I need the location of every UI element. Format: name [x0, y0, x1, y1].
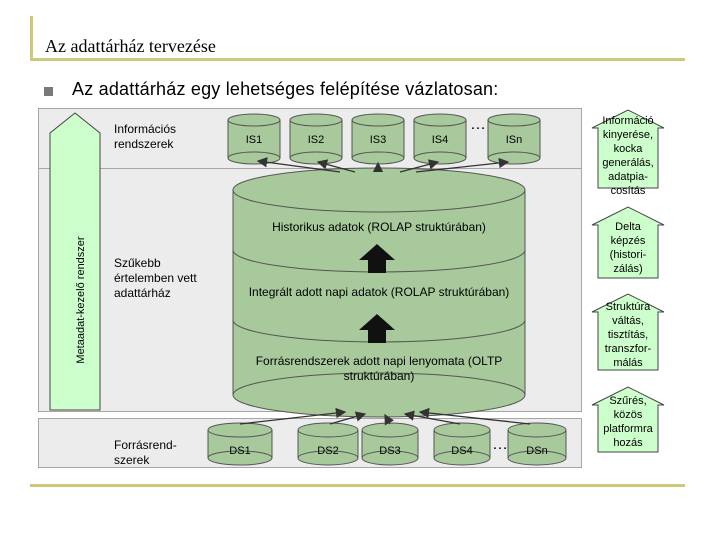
ds-cylinder-3	[361, 422, 419, 466]
is-label-1: IS1	[245, 134, 263, 146]
ds-label-3: DS3	[379, 445, 401, 457]
is-label-2: IS2	[307, 134, 325, 146]
right-arrow-3	[591, 293, 665, 371]
is-cylinder-3	[351, 113, 405, 165]
right-arrow-label-3: Struktúra váltás, tisztítás, transzfor-m…	[604, 301, 652, 369]
is-label-n: ISn	[505, 134, 523, 146]
right-arrow-4	[591, 386, 665, 453]
ds-cylinder-2	[297, 422, 359, 466]
title-underline	[30, 58, 685, 61]
subtitle: Az adattárház egy lehetséges felépítése …	[72, 79, 499, 99]
layer-integrated: Integrált adott napi adatok (ROLAP struk…	[248, 285, 510, 299]
layer-historical: Historikus adatok (ROLAP struktúrában)	[272, 220, 486, 234]
layer-source-snapshot: Forrásrendszerek adott napi lenyomata (O…	[255, 354, 503, 383]
right-arrow-label-4: Szűrés, közös platformra hozás	[603, 395, 653, 449]
warehouse-cylinder	[232, 167, 526, 418]
is-cylinder-n	[487, 113, 541, 165]
ds-label-4: DS4	[451, 445, 473, 457]
up-block-arrow-2	[359, 314, 395, 343]
band-label-source-systems: Forrásrend-szerek	[114, 438, 177, 467]
is-label-4: IS4	[431, 134, 449, 146]
ds-ellipsis: …	[492, 436, 508, 453]
ds-label-n: DSn	[526, 445, 548, 457]
title-left-rule	[30, 16, 33, 60]
page-title: Az adattárház tervezése	[45, 36, 216, 56]
ds-cylinders	[207, 422, 567, 466]
up-block-arrow-1	[359, 244, 395, 273]
ds-cylinder-n	[507, 422, 567, 466]
is-cylinder-4	[413, 113, 467, 165]
flow-arrows	[239, 157, 531, 426]
metadata-arrow-label: Metaadat-kezelő rendszer	[75, 236, 87, 364]
metadata-arrow	[49, 112, 101, 411]
band-label-data-warehouse: Szűkebb értelemben vett adattárház	[114, 256, 197, 300]
footer-rule	[30, 484, 685, 487]
band-label-information-systems: Információs rendszerek	[114, 122, 177, 151]
right-arrow-label-2: Delta képzés (histori-zálás)	[609, 221, 647, 275]
is-cylinder-2	[289, 113, 343, 165]
is-label-3: IS3	[369, 134, 387, 146]
right-arrow-1	[591, 109, 665, 189]
ds-label-2: DS2	[317, 445, 339, 457]
is-ellipsis: …	[470, 116, 486, 133]
ds-cylinder-4	[433, 422, 491, 466]
ds-cylinder-1	[207, 422, 273, 466]
right-arrow-2	[591, 206, 665, 279]
right-arrow-label-1: Információ kinyerése, kocka generálás, a…	[602, 115, 654, 197]
bullet-icon	[44, 87, 53, 96]
ds-label-1: DS1	[229, 445, 251, 457]
